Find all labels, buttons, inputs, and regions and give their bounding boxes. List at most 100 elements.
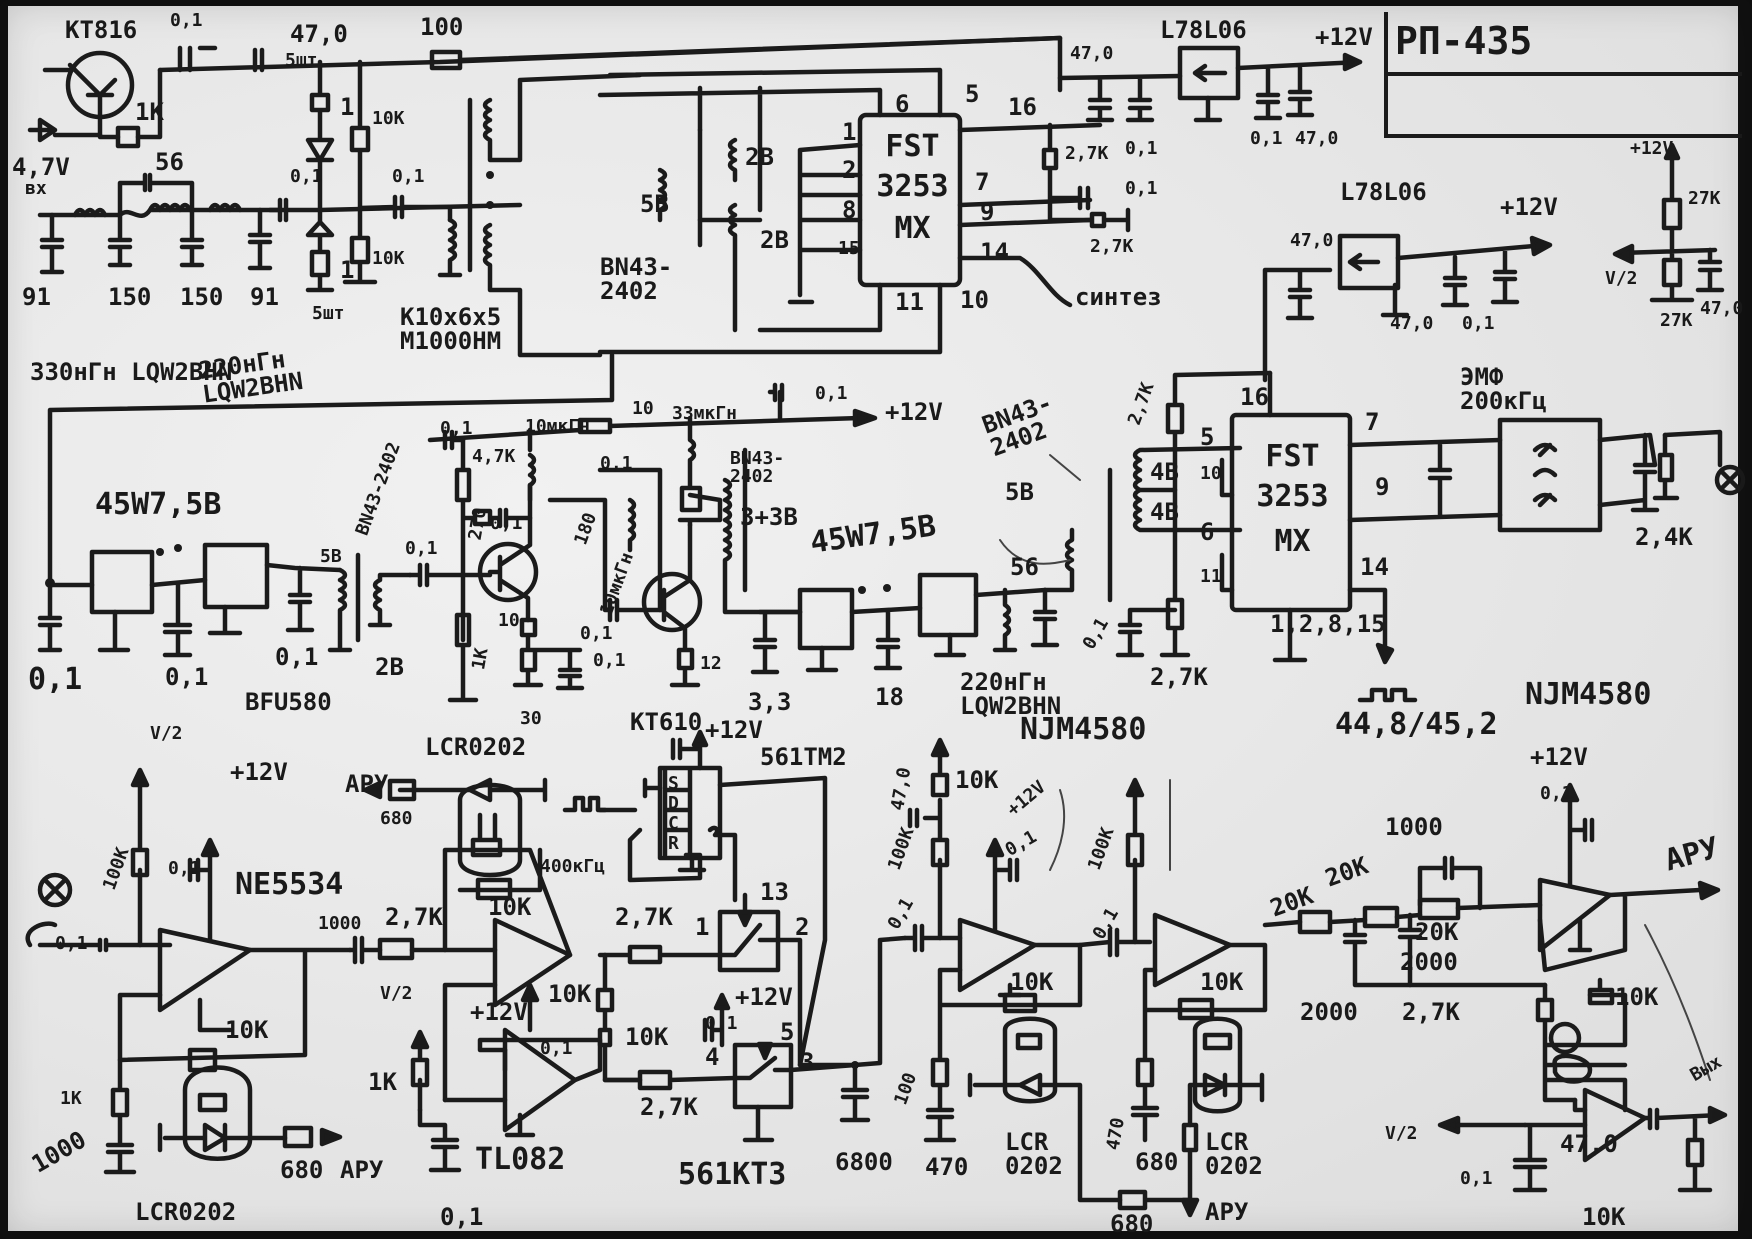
label-lcr0202-2: LCR0202 [425, 733, 527, 761]
label-ne5534: NE5534 [235, 867, 344, 902]
label-res-10-supply: 10 [632, 398, 654, 419]
pin-14: 14 [980, 238, 1009, 266]
inductor-220nh-if [992, 587, 1018, 653]
label-reg1-cap-extra: 0,1 [1125, 178, 1158, 199]
transformer-winding-2 [482, 222, 603, 358]
output-stage-wiring [1535, 982, 1628, 1113]
label-winding-5b: 5В [640, 190, 669, 218]
label-bn43-mixer1: BN43-2402 [600, 253, 673, 305]
half-supply-divider [1617, 147, 1725, 303]
regulator2-wiring [1262, 267, 1410, 383]
inductor-10uh [527, 452, 537, 503]
if-transformer2-winding [722, 477, 803, 615]
label-agc-cap-470-a: 470 [925, 1153, 969, 1181]
label-lcr0202-4: LCR 0202 [1205, 1128, 1263, 1180]
label-cap-150-a: 150 [108, 283, 152, 311]
counter-pin-d: D [668, 793, 679, 814]
label-lpf-cap-0-1-a: 0,1 [1540, 783, 1573, 804]
inductor-330nh [72, 207, 108, 218]
mixer2-pin-16: 16 [1240, 383, 1269, 411]
opto-lcr0202-3 [1002, 1016, 1058, 1104]
label-cap-0-1-pre: 0,1 [168, 858, 201, 879]
label-res-12: 12 [700, 653, 722, 674]
resistor-10-em [512, 617, 585, 691]
title-designation: РП-435 [1395, 19, 1533, 63]
label-diode-1b: 1 [340, 256, 355, 284]
label-tl082-cap-0-1-a: 0,1 [440, 1203, 484, 1231]
tl082-node-wiring [595, 952, 643, 1083]
arrow-12v-in [1663, 142, 1681, 161]
label-half-cap: 47,0 [1700, 298, 1744, 319]
label-filter-45w-1: 45W7,5B [95, 487, 222, 522]
njm4580-a-input [902, 923, 963, 953]
counter-pin-r: R [668, 833, 679, 854]
label-lpf-res-2-7k: 2,7K [1402, 998, 1460, 1026]
label-res-1k-if: 1K [468, 646, 493, 672]
resistor-10k-fb [187, 1047, 218, 1073]
label-njm4580-lpf: NJM4580 [1525, 677, 1652, 712]
arrow-12v-preamp [200, 837, 220, 858]
resistor-10k-tl082 [475, 877, 513, 901]
label-res-1k: 1K [135, 98, 164, 126]
opamp-njm4580-a [957, 917, 1038, 993]
annotation-arc [1644, 924, 1711, 1081]
label-cap-91-a: 91 [22, 283, 51, 311]
label-res-680-a: 680 [380, 808, 413, 829]
561tm2-supply [670, 737, 703, 771]
label-njm4580-agc: NJM4580 [1020, 712, 1147, 747]
label-inductor-33uh: 33мкГн [672, 403, 738, 424]
test-point-x-mark [1662, 429, 1741, 491]
preamp-feedback [117, 947, 353, 1063]
resistor-680-agc-2 [387, 778, 417, 802]
label-lpf-res-10k-b: 10K [1582, 1203, 1626, 1231]
cap-150-b [179, 207, 205, 268]
arrow-12v-if [852, 408, 878, 428]
cap-0-1-decouple [442, 429, 466, 451]
label-zener: 4,7V [12, 153, 70, 181]
label-reg1-cap-0-1: 0,1 [1250, 128, 1283, 149]
mixer2-pin-14: 14 [1360, 553, 1389, 581]
opamp-ne5534 [157, 927, 253, 1013]
test-point-x2-mark [43, 878, 67, 902]
arrow-v2-preamp [130, 767, 150, 788]
label-agc-res-10k-a: 10K [955, 766, 999, 794]
label-clock-freq: 44,8/45,2 [1335, 707, 1498, 742]
pin-9: 9 [980, 198, 995, 226]
arrow-v2-njm-a [930, 737, 950, 758]
pin-6: 6 [895, 90, 910, 118]
arrow-12v-1 [1342, 52, 1363, 72]
title-block [1384, 12, 1742, 138]
label-12v-reg2: +12V [1500, 193, 1558, 221]
label-v2-preamp: V/2 [150, 723, 183, 744]
label-cap-1000-coupling: 1000 [318, 913, 362, 934]
opto1-inner [157, 1092, 288, 1153]
pin-15: 15 [838, 238, 860, 259]
mixer2-pin-10: 10 [1200, 463, 1222, 484]
mixer2-pin-5: 5 [1200, 423, 1215, 451]
resistor-20k-b [1362, 905, 1400, 929]
label-half-output: V/2 [1605, 268, 1638, 289]
arrow-12v-561tm2 [691, 729, 709, 748]
label-winding-2b-if: 2В [375, 653, 404, 681]
varicap-stack [305, 59, 335, 293]
label-reg1-res-2-7k-b: 2,7K [1090, 236, 1134, 257]
regulator2-arrow [1347, 252, 1381, 272]
label-res-10k-pre: 10K [225, 1016, 269, 1044]
regulator1-output [1235, 59, 1363, 121]
label-lpf-cap-0-1-b: 0,1 [1460, 1168, 1493, 1189]
preamp-input [25, 921, 173, 953]
label-input: вх [25, 178, 47, 199]
resistor-2-7k-sw2 [602, 1069, 738, 1091]
label-tl082-cap-0-1-b: 0,1 [540, 1038, 573, 1059]
cap-91-b [247, 207, 273, 271]
opamp-njm4580-lpf [1537, 877, 1613, 953]
resistor-10k-b [342, 205, 378, 285]
filter1-wiring [47, 577, 243, 658]
transistor-bfu580 [477, 541, 539, 603]
arrow-agc-njm [1180, 1197, 1200, 1218]
arrow-12v-2 [1529, 235, 1553, 257]
label-res-680-b: 680 [280, 1156, 324, 1184]
transistor-kt816 [42, 50, 135, 138]
label-res-10-em: 10 [498, 610, 520, 631]
mixer2-pin-11: 11 [1200, 566, 1222, 587]
